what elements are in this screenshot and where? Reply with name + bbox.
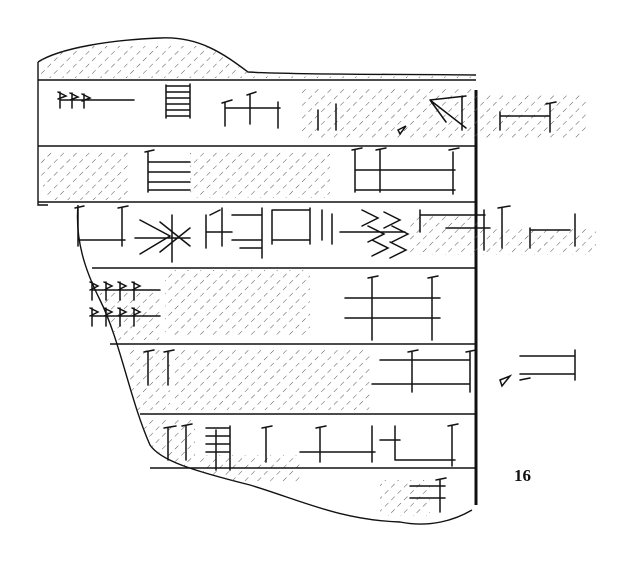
- plate-number: 16: [514, 466, 531, 485]
- cuneiform-signs: [57, 83, 576, 513]
- ruling-lines: [38, 79, 476, 469]
